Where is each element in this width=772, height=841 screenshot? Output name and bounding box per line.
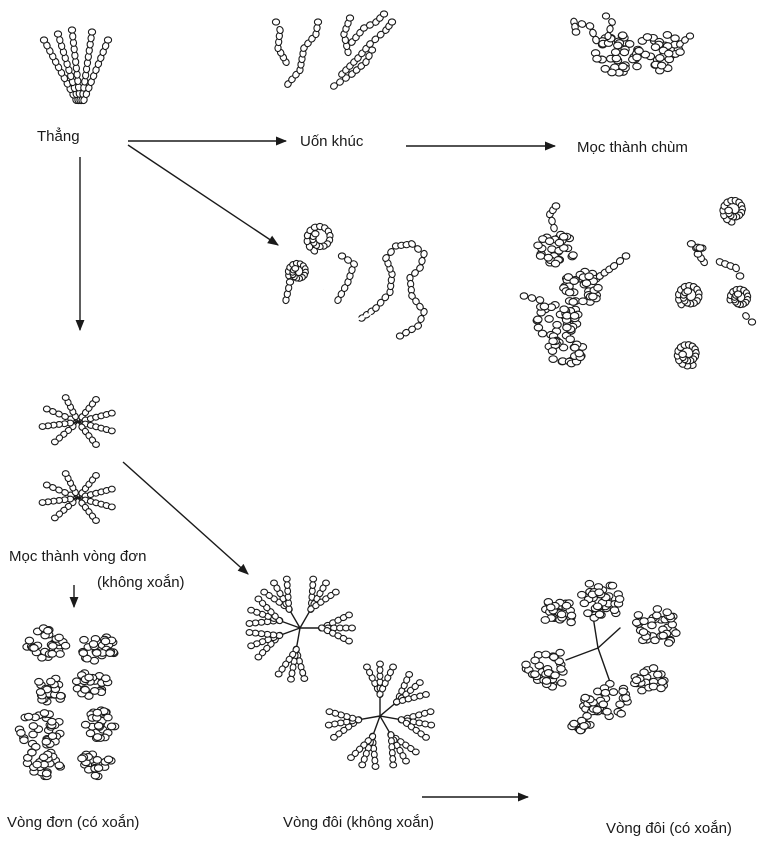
- spore-cluster: [73, 670, 112, 700]
- wavy-spore-chain: [357, 239, 428, 339]
- spore-cluster: [560, 268, 603, 305]
- spore-chain: [719, 196, 746, 226]
- coiled-chains-figure: [282, 223, 428, 340]
- coiled-hypha: [282, 300, 340, 328]
- coiled-branch-hypha: [650, 296, 760, 376]
- bent-hypha: [286, 60, 290, 118]
- label-bent: Uốn khúc: [300, 133, 363, 151]
- spore-cluster: [78, 751, 115, 780]
- spore-chain: [334, 253, 359, 305]
- spore-chain: [741, 311, 755, 325]
- coiled-branches-figure: [650, 196, 770, 376]
- spore-chain: [340, 15, 354, 56]
- double-whorl-coiled-figure: [518, 580, 722, 754]
- spore-cluster: [534, 231, 577, 267]
- spore-chain: [570, 18, 600, 45]
- label-clustered: Mọc thành chùm: [577, 139, 688, 157]
- coiled-cluster-figure: [520, 203, 630, 367]
- cluster-hypha: [607, 70, 614, 118]
- straight-chains-figure: [40, 27, 111, 105]
- double-whorl-spore-chain: [246, 630, 283, 639]
- spore-chain: [715, 258, 743, 280]
- spore-cluster: [15, 710, 64, 750]
- spore-cluster: [632, 606, 680, 647]
- spore-cluster: [81, 707, 118, 742]
- arrow-straight-to-coiled: [128, 145, 278, 245]
- spore-cluster: [35, 675, 66, 705]
- label-double-whorl-coiled: Vòng đôi (có xoắn): [606, 820, 732, 838]
- spore-chain: [303, 223, 334, 256]
- label-single-whorl-coiled: Vòng đơn (có xoắn): [7, 814, 139, 832]
- spore-chain: [283, 19, 321, 89]
- label-straight: Thẳng: [37, 128, 80, 146]
- spore-chain: [545, 203, 560, 233]
- spore-cluster: [687, 241, 706, 252]
- spore-cluster: [541, 599, 576, 626]
- spore-chain: [284, 260, 309, 283]
- single-whorl-figure: [39, 356, 115, 540]
- spore-chain: [272, 19, 290, 67]
- spore-chain: [674, 340, 701, 370]
- single-whorl-coiled-figure: [15, 610, 118, 788]
- spore-cluster: [631, 665, 668, 694]
- spore-chain: [282, 279, 293, 304]
- double-whorl-figure: [246, 576, 470, 769]
- spore-chain: [520, 293, 544, 304]
- spore-cluster: [545, 336, 587, 367]
- spore-cluster: [23, 749, 64, 780]
- spore-cluster: [533, 302, 582, 340]
- spore-cluster: [79, 634, 118, 664]
- coiled-hypha: [320, 240, 326, 326]
- label-double-whorl: Vòng đôi (không xoắn): [283, 814, 434, 832]
- spore-cluster: [23, 625, 70, 661]
- spore-cluster: [568, 713, 594, 734]
- spore-chain: [726, 285, 751, 308]
- spore-cluster: [522, 649, 567, 690]
- clustered-chains-figure: [570, 13, 694, 118]
- spore-chain: [694, 251, 709, 267]
- spore-chain: [329, 47, 375, 91]
- spore-cluster: [578, 580, 624, 621]
- bent-chains-figure: [272, 11, 395, 118]
- label-single-whorl: Mọc thành vòng đơn: [9, 548, 146, 566]
- label-single-whorl-note: (không xoắn): [97, 574, 185, 592]
